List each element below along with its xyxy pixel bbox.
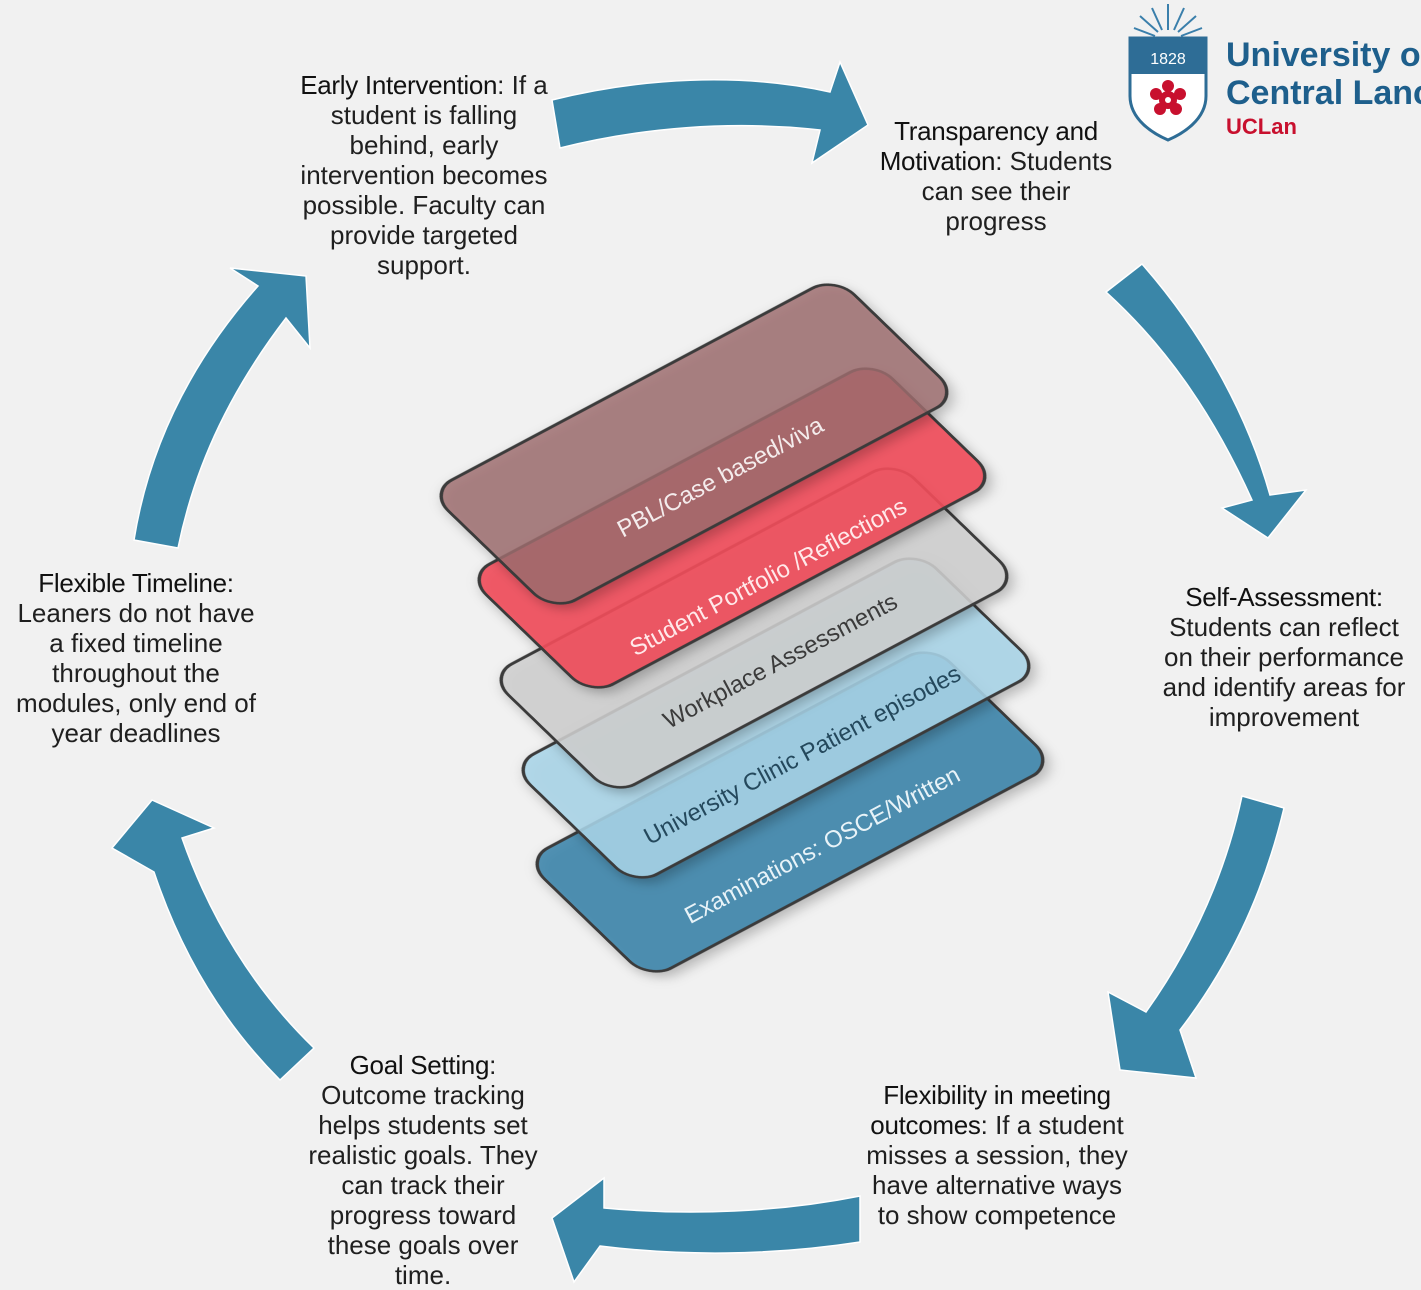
transparency-text: Transparency and Motivation: Students ca… [876, 116, 1116, 236]
logo-line-2: Central Lancashire [1226, 74, 1421, 112]
logo-short-name: UCLan [1226, 114, 1297, 139]
arrow-flexibility-to-goal-setting [551, 1176, 861, 1284]
goal-setting-colon: : [489, 1050, 497, 1080]
arrow-self-assessment-to-flexibility [1107, 795, 1285, 1079]
transparency-colon: : [995, 146, 1003, 176]
early-intervention-heading: Early Intervention [300, 70, 498, 100]
transparency-heading: Transparency and Motivation [879, 116, 1098, 176]
assessment-layer [439, 283, 949, 605]
flexible-timeline-text: Flexible Timeline: Leaners do not have a… [10, 568, 262, 748]
arrow-transparency-to-self-assessment [1104, 262, 1308, 540]
goal-setting-text: Goal Setting: Outcome tracking helps stu… [296, 1050, 550, 1290]
flexibility-colon: : [980, 1110, 988, 1140]
flexibility-body: If a student misses a session, they have… [866, 1110, 1128, 1230]
self-assessment-heading: Self-Assessment: [1185, 582, 1383, 612]
flexible-timeline-body: Leaners do not have a fixed timeline thr… [16, 598, 256, 748]
flexibility-text: Flexibility in meeting outcomes: If a st… [866, 1080, 1128, 1230]
university-logo: 1828 University of Central Lancashire UC… [1122, 0, 1421, 145]
layer-card [439, 283, 949, 605]
logo-crest-icon: 1828 [1128, 4, 1208, 142]
cycle-arrows [110, 59, 1308, 1284]
self-assessment-body: Students can reflect on their performanc… [1162, 612, 1406, 732]
self-assessment-text: Self-Assessment: Students can reflect on… [1154, 582, 1414, 732]
goal-setting-heading: Goal Setting [349, 1050, 490, 1080]
arrow-goal-setting-to-timeline [110, 799, 316, 1082]
goal-setting-body: Outcome tracking helps students set real… [308, 1080, 538, 1290]
flexibility-heading: Flexibility in meeting outcomes [870, 1080, 1111, 1140]
transparency-body: Students can see their progress [921, 146, 1113, 236]
arrow-timeline-to-early-intervention [133, 267, 311, 549]
arrow-early-to-transparency [551, 59, 869, 165]
logo-line-1: University of [1226, 36, 1421, 74]
rose-icon [1150, 80, 1186, 115]
early-intervention-colon: : [497, 70, 505, 100]
flexible-timeline-heading: Flexible Timeline: [38, 568, 234, 598]
early-intervention-body: If a student is falling behind, early in… [300, 70, 548, 280]
early-intervention-text: Early Intervention: If a student is fall… [296, 70, 552, 280]
logo-year: 1828 [1150, 51, 1186, 68]
